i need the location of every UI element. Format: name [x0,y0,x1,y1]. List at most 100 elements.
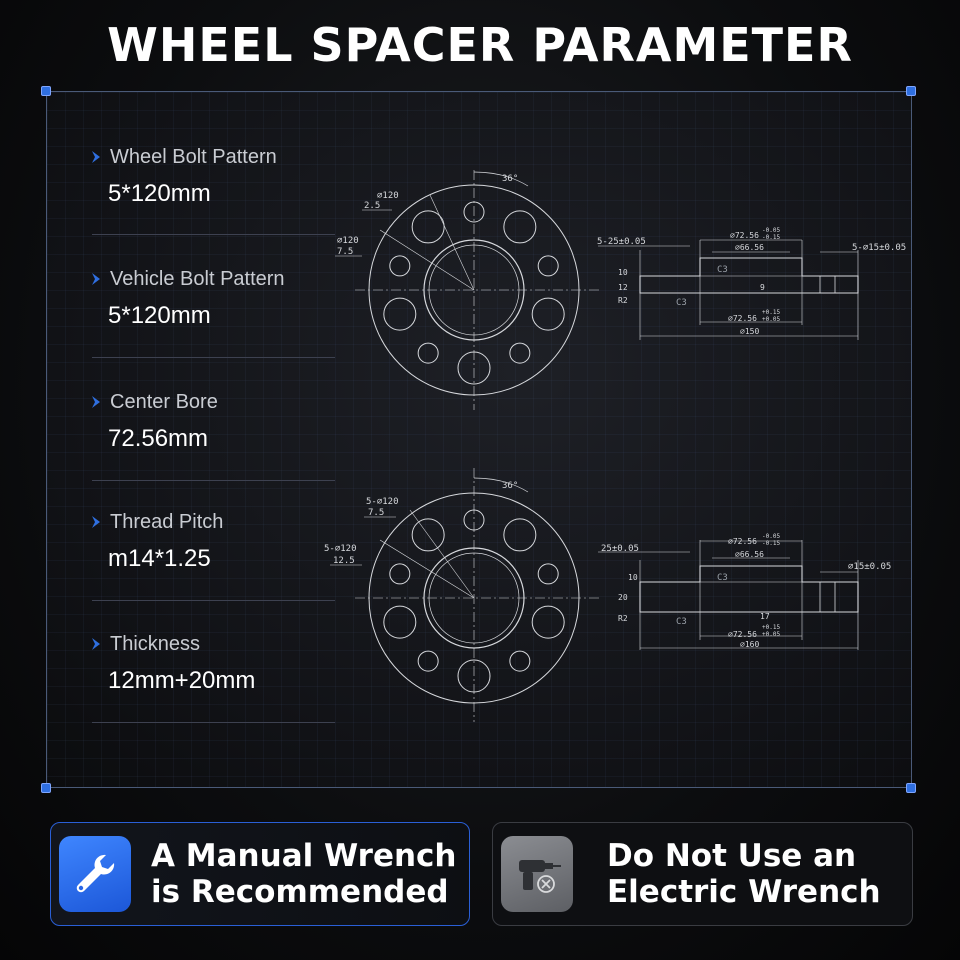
spec-value: m14*1.25 [108,545,211,572]
drawing-label: ⌀150 [740,327,759,336]
drawing-label: 25±0.05 [601,544,639,554]
top-front-view: 36° ⌀120 2.5 ⌀120 7.5 [335,170,600,410]
drawing-label: 5-⌀15±0.05 [852,243,906,253]
drawing-label: C3 [717,265,728,275]
spec-wheel-bolt-pattern: Wheel Bolt Pattern 5*120mm [90,144,340,208]
bolt-hole-large [383,605,417,639]
drawing-label: -0.05 [762,533,780,540]
bolt-hole-large [411,210,445,244]
divider [92,234,335,235]
drawing-label: 12.5 [333,556,355,566]
drawing-label: 9 [760,283,765,292]
chevron-right-icon [92,151,100,163]
bolt-hole-large [531,297,565,331]
bolt-hole-small [417,650,439,672]
spec-label: Vehicle Bolt Pattern [110,267,285,290]
drawing-label: 10 [628,573,638,582]
spec-label: Center Bore [110,390,218,413]
bottom-side-view: 25±0.05 ⌀72.56 -0.05 -0.15 ⌀66.56 ⌀15±0.… [598,533,891,650]
spec-center-bore: Center Bore 72.56mm [90,389,340,453]
panel-corner-handle [906,783,916,793]
drawing-label: 5-⌀120 [366,497,399,507]
drawing-label: ⌀15±0.05 [848,562,891,572]
spec-label: Thickness [110,632,201,655]
bolt-hole-small [509,650,531,672]
spec-thread-pitch: Thread Pitch m14*1.25 [90,509,340,573]
wrench-icon [76,854,115,893]
panel-corner-handle [906,86,916,96]
spec-label: Thread Pitch [110,510,224,533]
bolt-hole-small [389,563,411,585]
drawing-label: ⌀72.56 [728,537,757,546]
divider [92,480,335,481]
spec-value: 5*120mm [108,180,211,207]
bolt-hole-large [503,210,537,244]
drawing-label: ⌀120 [337,236,359,246]
bolt-hole-small [463,509,485,531]
drawing-label: -0.15 [762,540,780,547]
card-line: Do Not Use an [607,838,857,874]
divider [92,357,335,358]
drawing-label: ⌀66.56 [735,243,764,252]
bolt-hole-small [463,201,485,223]
drawing-label: -0.05 [762,227,780,234]
panel-corner-handle [41,783,51,793]
top-side-view: 5-25±0.05 ⌀72.56 -0.05 -0.15 ⌀66.56 5-⌀1… [597,227,906,340]
spec-label: Wheel Bolt Pattern [110,145,277,168]
bottom-front-view: 36° 5-⌀120 7.5 5-⌀120 12.5 [324,468,600,722]
divider [92,722,335,723]
drawing-label: ⌀72.56 [730,231,759,240]
panel-corner-handle [41,86,51,96]
no-drill-icon [519,860,561,893]
spec-value: 12mm+20mm [108,667,256,694]
card-line: A Manual Wrench [151,838,457,874]
spec-thickness: Thickness 12mm+20mm [90,631,340,695]
spec-vehicle-bolt-pattern: Vehicle Bolt Pattern 5*120mm [90,266,340,330]
drawing-label: 10 [618,268,628,277]
card-line: Electric Wrench [607,874,881,910]
card-line: is Recommended [151,874,449,910]
bolt-hole-small [417,342,439,364]
bolt-hole-large [383,297,417,331]
drawing-label: 12 [618,283,628,292]
no-electric-wrench-card: Do Not Use an Electric Wrench [492,822,913,926]
drawing-label: C3 [717,573,728,583]
drawing-label: +0.05 [762,316,780,323]
drawing-label: ⌀66.56 [735,550,764,559]
spec-value: 5*120mm [108,302,211,329]
drawing-label: 7.5 [368,508,384,518]
chevron-right-icon [92,273,100,285]
page-title: WHEEL SPACER PARAMETER [107,18,853,72]
chevron-right-icon [92,638,100,650]
bolt-hole-large [531,605,565,639]
drawing-label: C3 [676,617,687,627]
drawing-label: ⌀160 [740,640,759,649]
bolt-hole-large [457,659,491,693]
manual-wrench-card: A Manual Wrench is Recommended [50,822,470,926]
spec-value: 72.56mm [108,425,209,452]
drawing-label: 17 [760,612,770,621]
drawing-label: 7.5 [337,247,353,257]
no-drill-icon-box [501,836,573,912]
drawing-label: +0.05 [762,631,780,638]
drawing-label: C3 [676,298,687,308]
chevron-right-icon [92,396,100,408]
parameter-panel [46,91,912,788]
drawing-label: 36° [502,174,518,184]
drawing-label: ⌀72.56 [728,314,757,323]
drawing-label: R2 [618,614,628,623]
drawing-label: +0.15 [762,309,780,316]
drawing-label: +0.15 [762,624,780,631]
divider [92,600,335,601]
chevron-right-icon [92,516,100,528]
bolt-hole-large [457,351,491,385]
drawing-label: ⌀72.56 [728,630,757,639]
drawing-label: 5-25±0.05 [597,237,646,247]
drawing-label: 2.5 [364,201,380,211]
drawing-label: R2 [618,296,628,305]
drawing-label: ⌀120 [377,191,399,201]
bolt-hole-large [411,518,445,552]
bolt-hole-small [537,563,559,585]
bolt-hole-small [509,342,531,364]
